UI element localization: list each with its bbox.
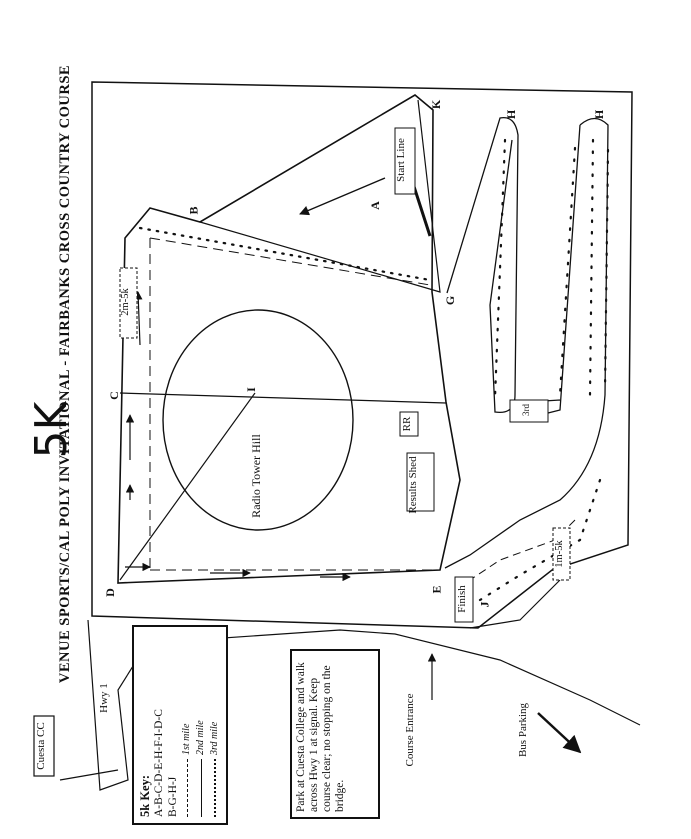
key-route-1: A-B-C-D-E-H-F-I-D-C [153, 709, 165, 817]
cuesta-cc-label: Cuesta CC [35, 722, 47, 770]
key-label-2: 2nd mile [195, 720, 206, 755]
split-1m-box [552, 527, 571, 581]
point-label-e: E [429, 585, 444, 594]
point-label-h1: H [504, 109, 519, 120]
arrow-start [299, 177, 386, 216]
split-2m-label: 2m-5k [120, 288, 131, 316]
point-label-a: A [367, 201, 382, 210]
point-label-g: G [443, 295, 458, 306]
field-outline [117, 94, 461, 584]
course-title: VENUE SPORTS/CAL POLY INVITATIONAL - FAI… [57, 64, 73, 684]
road-line-2 [469, 579, 561, 629]
finish-box [454, 576, 474, 623]
key-row-1: 1st mile [180, 633, 194, 817]
key-label-3: 3rd mile [209, 721, 220, 755]
solid-line-sample [200, 759, 202, 817]
point-label-k: K [429, 99, 444, 110]
results-shed-box [406, 452, 435, 512]
arrow-down-left [134, 291, 143, 346]
key-route-2: B-G-H-J [167, 776, 179, 817]
road-line [59, 769, 119, 781]
course-key: 5k Key: A-B-C-D-E-H-F-I-D-C B-G-H-J 1st … [132, 625, 228, 825]
point-label-i: I [243, 387, 258, 392]
line-c-i [119, 392, 447, 404]
split-2m-box [119, 267, 138, 339]
route-to-finish-dots [478, 478, 602, 602]
point-label-h2: H [592, 109, 607, 120]
route-dashed-inner [149, 237, 435, 571]
arrow-bus [537, 712, 582, 754]
restroom-label: RR [401, 416, 413, 432]
start-line-label: Start Line [395, 138, 407, 182]
loop-h-1-dots [493, 138, 507, 400]
route-dots-inner [138, 226, 432, 282]
dashed-line-sample [186, 759, 188, 817]
split-3m-box [509, 399, 549, 423]
loop-h-2-dots [558, 138, 610, 397]
key-row-3: 3rd mile [208, 633, 222, 817]
hwy-label: Hwy 1 [98, 683, 110, 713]
loop-h-2 [444, 117, 609, 569]
point-label-b: B [186, 206, 201, 215]
radio-tower-hill [162, 309, 354, 531]
parking-note: Park at Cuesta College and walk across H… [290, 649, 380, 819]
course-entrance-label: Course Entrance [404, 693, 416, 767]
split-1m-label: 1m-5k [554, 540, 565, 568]
key-label-1: 1st mile [181, 723, 192, 755]
key-row-2: 2nd mile [194, 633, 208, 817]
triangle-a [199, 99, 441, 293]
bus-parking-label: Bus Parking [517, 702, 529, 758]
cuesta-cc-box [33, 715, 55, 777]
hill-label: Radio Tower Hill [249, 434, 263, 518]
point-label-c: C [106, 391, 121, 400]
restroom-box [399, 411, 419, 437]
finish-label: Finish [456, 585, 468, 613]
dotted-line-sample [214, 759, 216, 817]
key-title: 5k Key: [138, 774, 152, 817]
point-label-d: D [102, 588, 117, 597]
point-label-j: J [477, 601, 492, 608]
split-3m-small-label: 3rd [521, 404, 531, 416]
start-line-box [394, 127, 416, 195]
results-shed-label: Results Shed [407, 456, 419, 514]
line-d-i [119, 392, 256, 581]
loop-h-1 [446, 116, 519, 414]
property-boundary [91, 81, 633, 629]
